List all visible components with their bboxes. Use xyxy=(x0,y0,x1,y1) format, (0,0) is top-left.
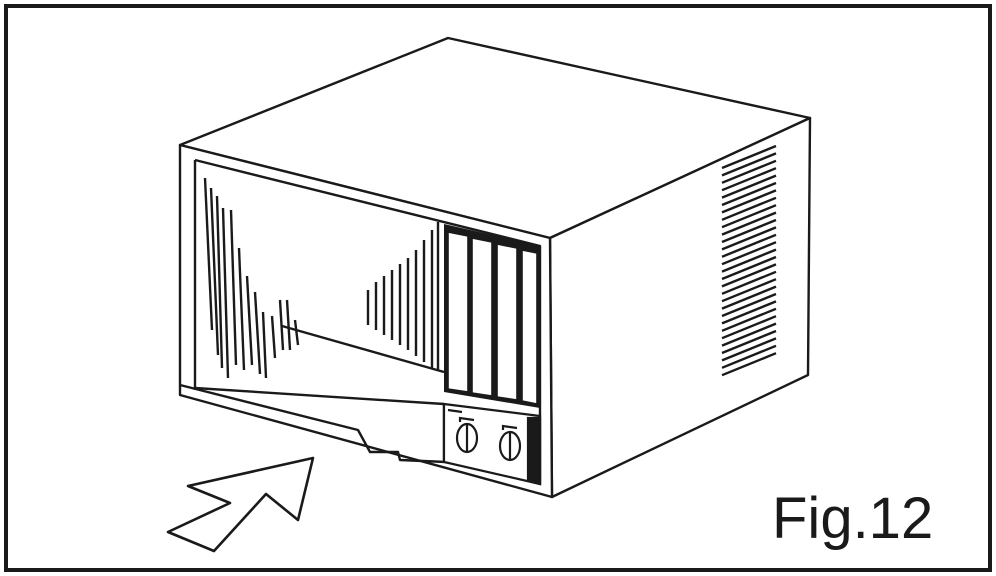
vent-slot xyxy=(721,233,777,258)
grille-stroke xyxy=(245,275,254,366)
front-bottom-edge xyxy=(179,383,447,464)
vent-slot xyxy=(721,292,777,318)
vent-slot xyxy=(721,352,777,377)
front-inner-bottom xyxy=(194,386,445,406)
louver-panel xyxy=(471,237,493,397)
vent-slot xyxy=(721,226,777,251)
grille-stroke xyxy=(209,187,220,356)
vent-slot xyxy=(721,300,777,325)
vent-slot xyxy=(721,218,777,244)
vent-slot xyxy=(721,344,777,369)
grille-stroke xyxy=(215,195,224,369)
grille-stroke xyxy=(285,299,292,351)
vent-slot xyxy=(721,329,777,355)
vent-slot xyxy=(721,337,777,362)
louver-panels xyxy=(444,224,540,408)
vent-slot xyxy=(721,174,777,199)
front-grille xyxy=(203,177,440,379)
vent-slot xyxy=(721,167,777,192)
louver-panel xyxy=(496,243,518,401)
grille-stroke xyxy=(270,315,277,359)
control-panel-shadow xyxy=(526,416,542,486)
grille-stroke xyxy=(221,207,230,379)
vent-slot xyxy=(721,278,777,303)
grille-stroke xyxy=(278,299,285,351)
vent-slot xyxy=(721,152,777,177)
vent-slot xyxy=(721,255,777,281)
vent-slot xyxy=(721,285,777,310)
grille-stroke xyxy=(293,319,300,346)
figure-caption: Fig.12 xyxy=(772,486,934,551)
vent-slot xyxy=(721,159,777,184)
vent-slot xyxy=(721,315,777,340)
control-panel xyxy=(442,402,542,486)
insert-direction-arrow-icon xyxy=(166,456,315,553)
vent-slot xyxy=(721,248,777,273)
vent-slot xyxy=(721,211,777,236)
vent-slot xyxy=(721,189,777,214)
panel-reflection-line xyxy=(281,324,445,374)
louver-panel xyxy=(447,231,469,393)
vent-slot xyxy=(721,263,777,288)
side-vent-grille xyxy=(721,144,777,377)
control-knob-icon[interactable] xyxy=(455,416,479,454)
control-knob-icon[interactable] xyxy=(498,424,522,462)
grille-stroke xyxy=(203,177,214,331)
grille-stroke xyxy=(261,311,268,379)
vent-slot xyxy=(721,204,777,229)
grille-stroke xyxy=(237,247,246,371)
grille-stroke xyxy=(229,209,238,366)
grille-stroke xyxy=(253,291,262,375)
vent-slot xyxy=(721,181,777,207)
vent-slot xyxy=(721,270,777,295)
louver-panel xyxy=(521,249,538,405)
vent-slot xyxy=(721,241,777,266)
vent-slot xyxy=(721,144,777,170)
vent-slot xyxy=(721,196,777,221)
vent-slot xyxy=(721,322,777,347)
vent-slot xyxy=(721,307,777,332)
